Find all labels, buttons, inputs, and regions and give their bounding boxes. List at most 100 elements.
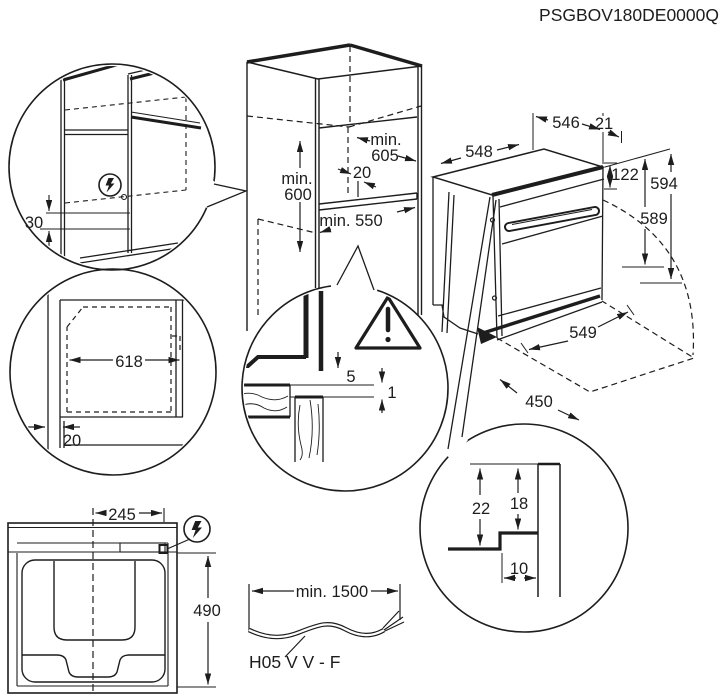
- oven-door-bottom-shadow: [482, 294, 601, 335]
- trim-step-profile: [448, 531, 538, 551]
- warning-triangle: [354, 295, 422, 350]
- lightning-bolt-glyph-2: [191, 521, 202, 538]
- cabinet-top-thick-edges: [246, 43, 423, 68]
- oven-handle-detail: [511, 208, 593, 226]
- oven-body-lines: [432, 166, 605, 341]
- cabinet-dim-min605-line2: 605: [371, 147, 399, 165]
- oven-dim-548: 548: [465, 143, 493, 161]
- dim-549-arrow-right: [597, 311, 629, 328]
- detail-trim-dim-10: 10: [510, 560, 528, 578]
- dim-30-lines: [40, 212, 130, 230]
- detail-circle-trim-profile: [419, 423, 629, 633]
- oven-dim-549: 549: [569, 324, 597, 342]
- cabinet-hidden-lines: [246, 46, 422, 316]
- dim-122-ticks: [604, 162, 617, 190]
- detail-circle-side-border: [9, 268, 217, 476]
- dim-490-ticks: [177, 552, 216, 688]
- cabinet-drawing: [246, 43, 423, 331]
- dim-1500-ticks: [248, 584, 401, 632]
- power-connection-icon: [98, 173, 122, 197]
- dim-450-arrow-left: [499, 379, 518, 394]
- detail-side-oven-dashed: [66, 306, 181, 413]
- callout-wedge-trim: [447, 196, 497, 450]
- top-view-cavity: [21, 559, 166, 683]
- cable-stripped-wires: [382, 610, 405, 632]
- cable-leader-line: [284, 635, 306, 658]
- dim-546-arrow-right: [581, 123, 601, 131]
- cabinet-dim-min600-line2: 600: [284, 186, 312, 204]
- power-connection-icon-top-view: [166, 515, 211, 550]
- cabinet-dim-20: 20: [353, 164, 371, 182]
- detail-circle-trim-border: [419, 423, 629, 633]
- callout-gap-4: [444, 430, 468, 461]
- cabinet-outline-lines: [246, 62, 423, 331]
- cabinet-dim-min550: min. 550: [319, 212, 382, 230]
- wood-grain-texture: [244, 392, 320, 461]
- detail-circle-electrical: [8, 63, 249, 271]
- oven-dim-450: 450: [525, 393, 553, 411]
- top-view-dim-490: 490: [193, 602, 221, 620]
- gap-wood-edges: [289, 385, 324, 462]
- callout-wedge-gap: [336, 244, 375, 291]
- detail-circle-electrical-border: [8, 63, 216, 271]
- detail-circle-gap-border: [241, 284, 449, 492]
- oven-handle-fill: [506, 208, 598, 230]
- cable-drawing: [248, 584, 405, 658]
- detail-gap-dim-5: 5: [346, 368, 355, 386]
- power-icon-circle: [98, 173, 122, 197]
- oven-screw-bottom: [491, 295, 498, 301]
- detail-circle-gap: [241, 244, 449, 492]
- power-icon-circle-2: [183, 515, 211, 543]
- detail-electrical-dim-30: 30: [25, 214, 43, 232]
- detail-electrical-panel-lines: [60, 66, 207, 264]
- oven-door-swing-arc: [602, 199, 695, 356]
- dim-min605-arrow-right: [397, 154, 417, 162]
- cabinet-top-face: [246, 44, 423, 80]
- warning-exclamation-dot: [385, 336, 391, 343]
- gap-frame-foot: [244, 355, 306, 368]
- dim-546-extension-lines: [532, 113, 622, 164]
- cable-type-label: H05 V V - F: [249, 652, 340, 672]
- lightning-bolt-glyph: [105, 178, 115, 193]
- oven-open-door-outline: [496, 300, 696, 393]
- cable-hole-marker: [120, 193, 128, 201]
- detail-electrical-shelf-line: [130, 111, 201, 124]
- top-view-oven-top-shape: [53, 561, 136, 641]
- page-title: PSGBOV180DE0000Q: [539, 5, 719, 25]
- oven-drawing: [430, 113, 696, 421]
- oven-dim-594: 594: [650, 175, 678, 193]
- dim-548-arrow-right: [496, 143, 520, 151]
- detail-trim-dim-18: 18: [510, 495, 528, 513]
- dim-20-arrow-left: [337, 167, 352, 175]
- oven-front-foot: [477, 327, 497, 344]
- dim-549-arrow-left: [528, 340, 569, 351]
- power-icon-leader-line: [166, 538, 191, 550]
- cable-dim-min1500: min. 1500: [296, 583, 368, 601]
- oven-front-top-edge: [491, 165, 604, 197]
- dim-594-589-ticks: [604, 148, 682, 284]
- callout-wedge-electrical: [206, 183, 249, 208]
- top-view-connector-strip: [119, 542, 166, 553]
- dim-min605-arrow-left: [356, 136, 371, 144]
- callout-gap-1: [202, 178, 220, 212]
- dim-21-arrow: [607, 129, 620, 138]
- detail-side-dim-20: 20: [63, 432, 81, 450]
- callout-gap-3: [330, 279, 378, 297]
- cable-core: [248, 623, 385, 639]
- top-view-drawing: [7, 508, 216, 694]
- dim-min550-arrow-right: [396, 206, 416, 214]
- detail-trim-dim-22: 22: [472, 500, 490, 518]
- warning-icon: [354, 295, 422, 350]
- top-view-dim-245: 245: [108, 506, 136, 524]
- cabinet-dim-min600-line1: min.: [281, 170, 312, 188]
- dim-min550-arrow-left: [319, 226, 332, 234]
- detail-electrical-hidden-lines: [64, 96, 187, 204]
- gap-wood-thick-edges: [244, 383, 323, 419]
- oven-dim-122: 122: [611, 166, 639, 184]
- dim-549-ticks: [520, 304, 635, 354]
- dim-20-arrow-right: [363, 181, 377, 190]
- dim-548-arrow-left: [440, 157, 462, 165]
- cabinet-dim-min605-line1: min.: [370, 131, 401, 149]
- oven-dim-21: 21: [595, 115, 613, 133]
